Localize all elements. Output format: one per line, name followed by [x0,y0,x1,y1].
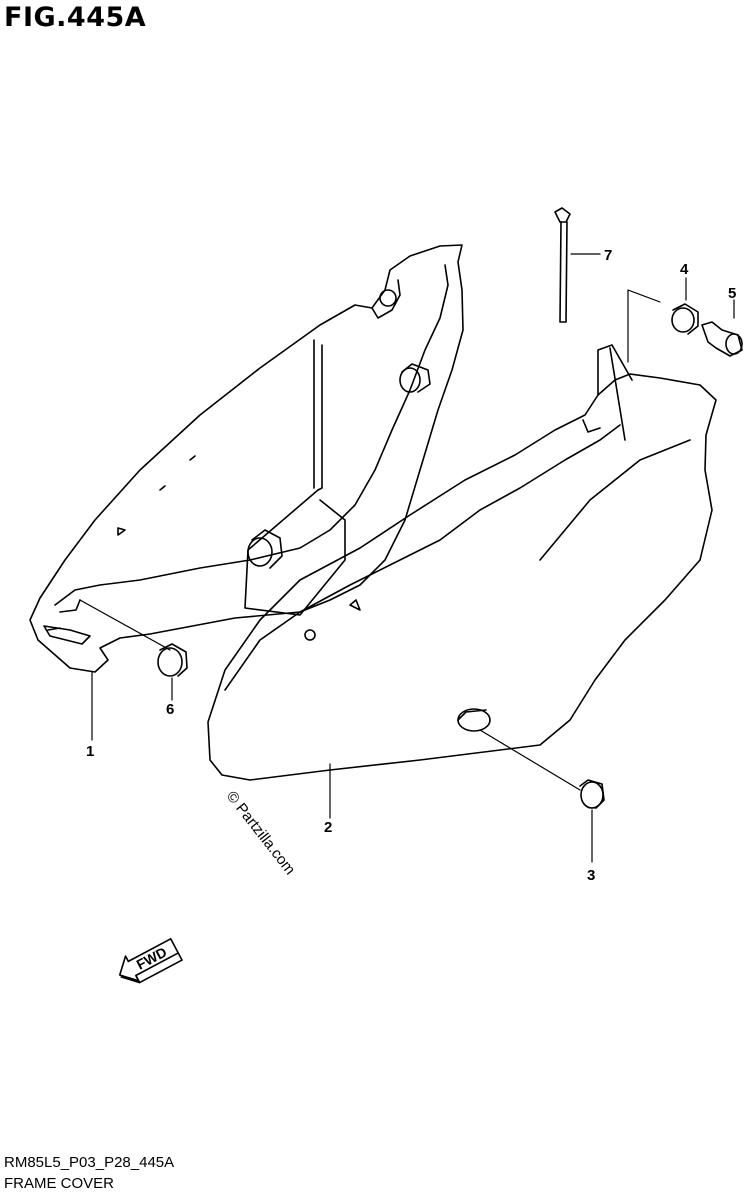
watermark: © Partzilla.com [223,788,299,878]
cable-tie-part-7[interactable] [554,207,571,323]
callout-7: 7 [604,247,612,264]
fwd-label: FWD [134,944,170,973]
figure-title: FIG.445A [4,2,147,33]
grommet-part-6[interactable] [157,643,188,677]
callout-3: 3 [587,867,595,884]
forward-arrow-icon: FWD [118,938,184,984]
callout-1: 1 [86,743,94,760]
callout-2: 2 [324,819,332,836]
grommet-part-3[interactable] [579,779,605,809]
figure-name: FRAME COVER [4,1175,115,1192]
frame-cover-right[interactable] [207,344,717,781]
frame-cover-left[interactable] [29,244,464,673]
washer-part-4[interactable] [671,303,699,335]
bolt-part-5[interactable] [701,321,743,357]
callout-5: 5 [728,285,736,302]
callout-4: 4 [680,261,689,278]
figure-code: RM85L5_P03_P28_445A [4,1154,175,1171]
callout-6: 6 [166,701,174,718]
